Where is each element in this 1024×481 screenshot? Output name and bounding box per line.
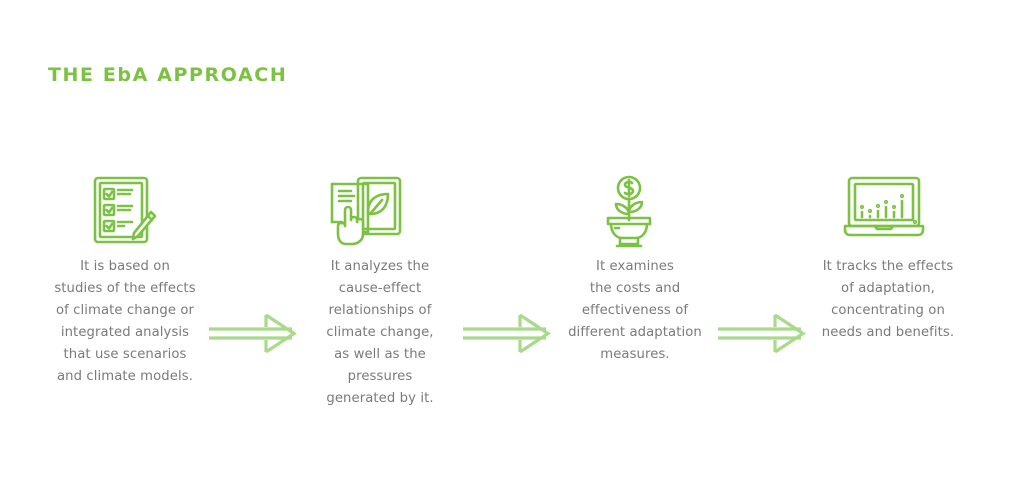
step-3-description: It examines the costs and effectiveness … [568, 259, 702, 362]
page-title: THE EbA APPROACH [48, 64, 288, 86]
double-arrow-right-icon [717, 313, 807, 355]
checklist-pencil-icon [93, 176, 157, 246]
step-1-description: It is based on studies of the effects of… [54, 259, 196, 384]
money-plant-pot-icon [606, 174, 652, 248]
step-2-description: It analyzes the cause-effect relationshi… [326, 259, 434, 406]
step-4-description: It tracks the effects of adaptation, con… [821, 259, 955, 340]
tablet-leaf-touch-icon [330, 176, 402, 248]
double-arrow-right-icon [462, 313, 552, 355]
laptop-chart-icon [843, 176, 925, 238]
double-arrow-right-icon [208, 313, 298, 355]
